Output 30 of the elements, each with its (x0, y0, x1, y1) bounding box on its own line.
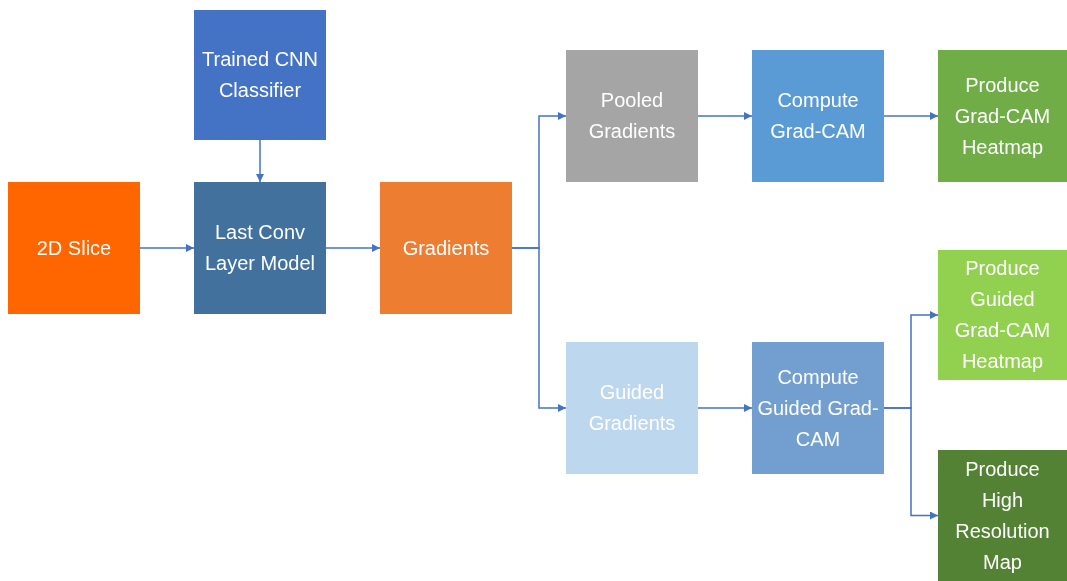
process-box (938, 250, 1067, 380)
process-box (8, 182, 140, 314)
box-label: Produce Grad-CAM Heatmap (953, 72, 1052, 160)
process-box (752, 50, 884, 182)
box-label: 2D Slice (36, 235, 112, 261)
arrow (325, 244, 381, 252)
box-label: Gradients (402, 235, 490, 261)
process-box (194, 10, 326, 140)
box-label: Last Conv Layer Model (203, 220, 317, 276)
arrow (511, 247, 567, 412)
process-box (938, 450, 1067, 581)
process-box (566, 50, 698, 182)
arrow (697, 112, 753, 120)
process-box (380, 182, 512, 314)
box-label: Produce High Resolution Map (954, 456, 1051, 575)
box-label: Trained CNN Classifier (201, 47, 319, 103)
process-box (566, 342, 698, 474)
arrow (883, 407, 939, 520)
process-box (194, 182, 326, 314)
box-label: Pooled Gradients (587, 88, 677, 144)
arrow (883, 112, 939, 120)
process-box (752, 342, 884, 474)
box-label: Compute Grad-CAM (769, 88, 867, 144)
arrow (256, 139, 264, 183)
arrow (697, 404, 753, 412)
arrow (139, 244, 195, 252)
box-label: Compute Guided Grad-CAM (756, 364, 880, 452)
process-box (938, 50, 1067, 182)
box-label: Guided Gradients (587, 380, 677, 436)
box-label: Produce Guided Grad-CAM Heatmap (953, 256, 1052, 374)
